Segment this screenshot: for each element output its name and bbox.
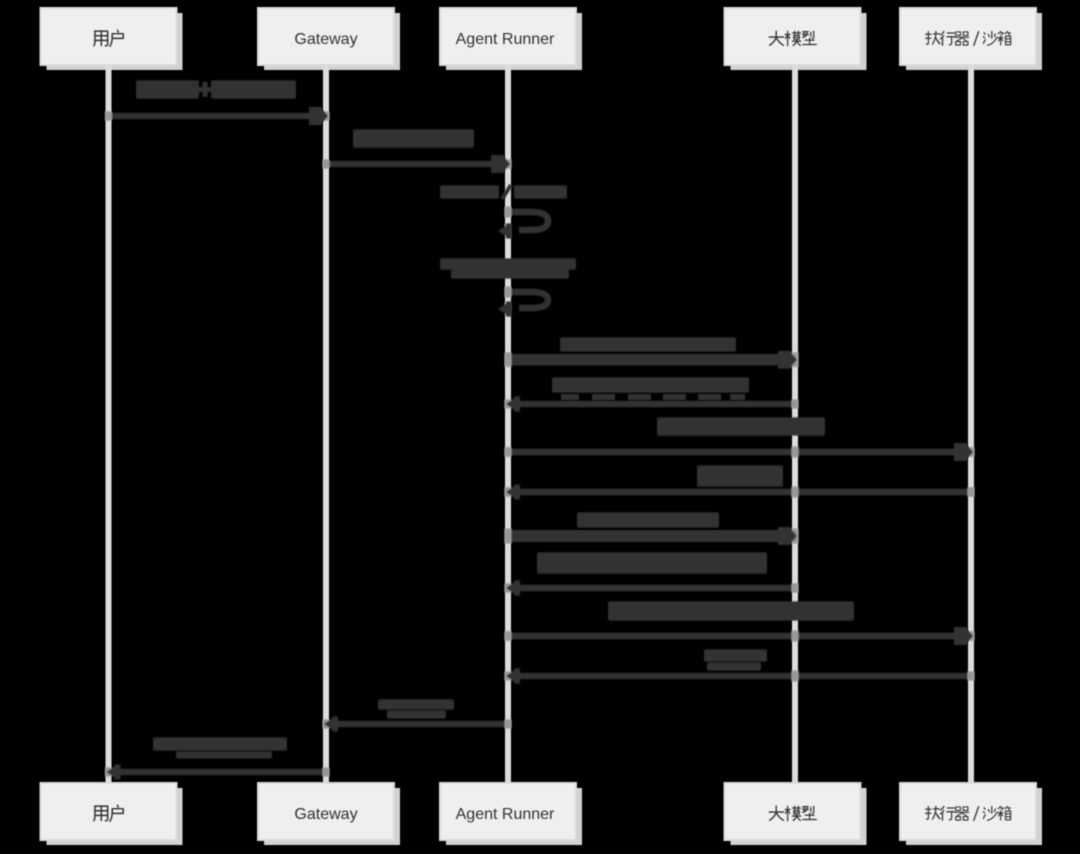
svg-text:Agent Runner: Agent Runner	[456, 31, 555, 48]
svg-text:Gateway: Gateway	[294, 806, 357, 823]
svg-text:Gateway: Gateway	[294, 31, 357, 48]
svg-text:Agent Runner: Agent Runner	[456, 806, 555, 823]
